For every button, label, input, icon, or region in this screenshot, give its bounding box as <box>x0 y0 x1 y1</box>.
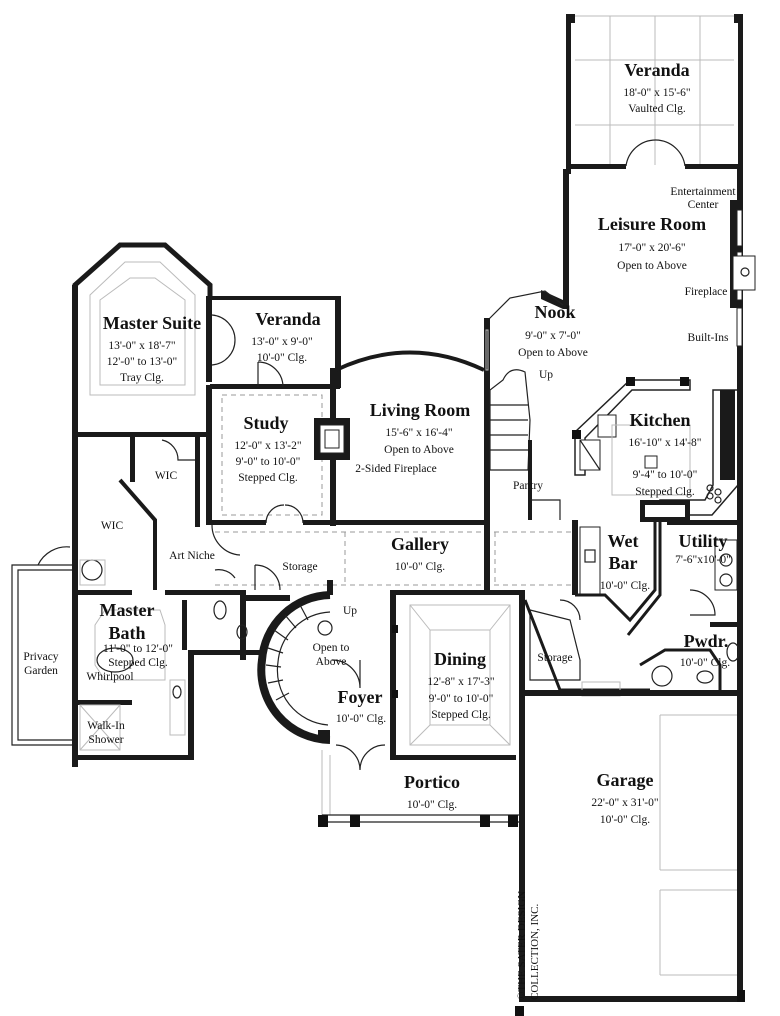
veranda-rear-note: Vaulted Clg. <box>628 103 686 115</box>
nook-walls <box>484 290 564 523</box>
master-suite-note-1: 12'-0" to 13'-0" <box>106 356 178 368</box>
foyer-up-label: Up <box>342 605 358 617</box>
portico-note: 10'-0" Clg. <box>406 799 458 811</box>
pwdr-note: 10'-0" Clg. <box>679 657 731 669</box>
dining-note-2: Stepped Clg. <box>431 709 491 721</box>
master-bath-note-2: Stepped Clg. <box>108 657 168 669</box>
foyer-stair <box>257 591 516 771</box>
study-note-1: 9'-0" to 10'-0" <box>235 456 301 468</box>
entertainment-label-2: Center <box>687 199 719 211</box>
fireplace-label: Fireplace <box>684 286 728 298</box>
storage-left-label: Storage <box>282 561 318 573</box>
master-bath-walls <box>72 432 260 767</box>
wic-right-label: WIC <box>154 470 178 482</box>
privacy-garden-label-1: Privacy <box>23 651 59 663</box>
leisure-room-dims: 17'-0" x 20'-6" <box>618 242 686 254</box>
master-suite-dims: 13'-0" x 18'-7" <box>108 340 176 352</box>
art-niche-label: Art Niche <box>169 550 215 562</box>
garage-walls <box>515 690 745 1016</box>
privacy-garden-label-2: Garden <box>24 665 58 677</box>
veranda-side-dims: 13'-0" x 9'-0" <box>251 336 313 348</box>
kitchen-name: Kitchen <box>629 410 691 430</box>
study-dims: 12'-0" x 13'-2" <box>234 440 302 452</box>
nook-note: Open to Above <box>518 347 588 359</box>
veranda-rear-name: Veranda <box>624 60 690 80</box>
foyer-name: Foyer <box>337 687 383 707</box>
utility-dims: 7'-6"x10'-0" <box>675 554 731 566</box>
leisure-room-note: Open to Above <box>617 260 687 272</box>
walk-in-shower-label-2: Shower <box>88 734 124 746</box>
portico-name: Portico <box>404 772 460 792</box>
open-above-label-2: Above <box>315 656 347 668</box>
gallery-name: Gallery <box>391 534 449 554</box>
two-sided-fireplace-label: 2-Sided Fireplace <box>355 463 437 475</box>
dining-note-1: 9'-0" to 10'-0" <box>428 693 494 705</box>
living-room-dims: 15'-6" x 16'-4" <box>385 427 453 439</box>
kitchen-walls <box>572 372 743 522</box>
pantry-label: Pantry <box>512 480 544 492</box>
copyright-line-1: ©THE SATER DESIGN <box>516 890 528 1000</box>
walk-in-shower-label-1: Walk-In <box>87 720 125 732</box>
copyright-line-2: COLLECTION, INC. <box>528 903 541 1000</box>
nook-name: Nook <box>534 302 576 322</box>
gallery <box>215 520 575 595</box>
veranda-side-note: 10'-0" Clg. <box>256 352 308 364</box>
wic-left-label: WIC <box>100 520 124 532</box>
kitchen-dims: 16'-10" x 14'-8" <box>628 437 702 449</box>
wet-bar-line-2: Bar <box>608 553 638 573</box>
rear-veranda-walls <box>566 14 743 174</box>
entertainment-label-1: Entertainment <box>670 186 736 198</box>
master-bath-note-1: 11'-0" to 12'-0" <box>103 643 173 655</box>
veranda-side-name: Veranda <box>255 309 321 329</box>
art-niche-storage <box>211 524 290 601</box>
utility-name: Utility <box>678 531 728 551</box>
study-name: Study <box>243 413 289 433</box>
dining-walls <box>390 590 525 760</box>
master-suite-name: Master Suite <box>102 313 202 333</box>
garage-dims: 22'-0" x 31'-0" <box>591 797 659 809</box>
nook-stair <box>489 369 561 520</box>
storage-right-label: Storage <box>537 652 573 664</box>
side-veranda-walls <box>210 296 341 389</box>
master-suite-note-2: Tray Clg. <box>120 372 164 384</box>
leisure-walls <box>541 169 756 373</box>
built-ins-label: Built-Ins <box>687 332 729 344</box>
nook-up-label: Up <box>538 369 554 381</box>
pwdr-name: Pwdr. <box>683 631 729 651</box>
dining-dims: 12'-8" x 17'-3" <box>427 676 495 688</box>
service-walls <box>523 500 743 700</box>
foyer-note: 10'-0" Clg. <box>335 713 387 725</box>
living-room-note: Open to Above <box>384 444 454 456</box>
kitchen-note-1: 9'-4" to 10'-0" <box>632 469 698 481</box>
wet-bar-note: 10'-0" Clg. <box>599 580 651 592</box>
copyright-notice: ©THE SATER DESIGN COLLECTION, INC. <box>516 891 541 1000</box>
nook-dims: 9'-0" x 7'-0" <box>525 330 581 342</box>
leisure-room-name: Leisure Room <box>597 214 707 234</box>
gallery-note: 10'-0" Clg. <box>394 561 446 573</box>
kitchen-note-2: Stepped Clg. <box>635 486 695 498</box>
whirlpool-label: Whirlpool <box>86 671 134 683</box>
garage-name: Garage <box>596 770 654 790</box>
dining-name: Dining <box>433 649 487 669</box>
living-room-walls <box>314 350 486 526</box>
veranda-rear-dims: 18'-0" x 15'-6" <box>623 87 691 99</box>
wet-bar-line-1: Wet <box>607 531 639 551</box>
study-note-2: Stepped Clg. <box>238 472 298 484</box>
open-above-label-1: Open to <box>312 642 350 654</box>
master-bath-line-1: Master <box>99 600 155 620</box>
portico <box>318 750 520 827</box>
master-bath-line-2: Bath <box>108 623 146 643</box>
privacy-garden <box>11 546 72 746</box>
garage-note: 10'-0" Clg. <box>599 814 651 826</box>
living-room-name: Living Room <box>369 400 471 420</box>
